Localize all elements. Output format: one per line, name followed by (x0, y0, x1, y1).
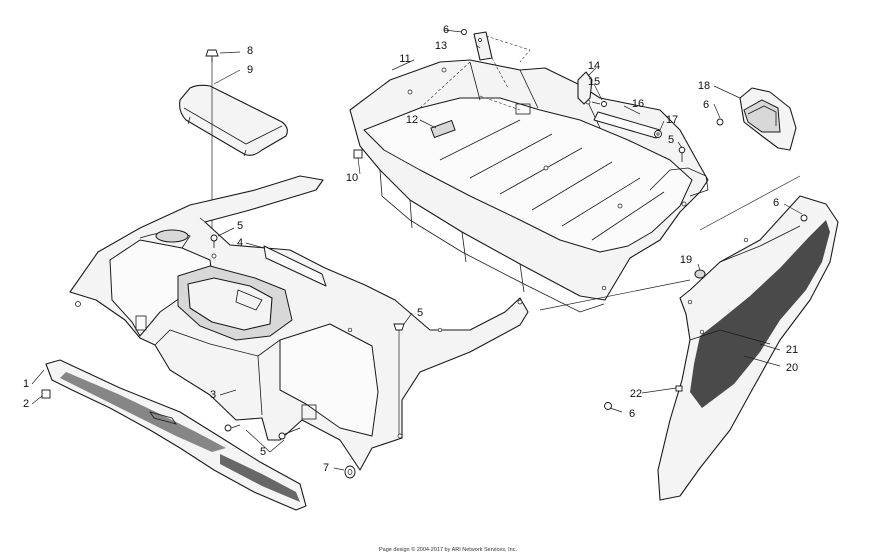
callout-16: 16 (632, 98, 644, 110)
callout-6: 6 (629, 408, 635, 420)
leader-rear-connection (539, 175, 801, 311)
trim-strip-part[interactable] (263, 245, 327, 287)
callout-2: 2 (23, 398, 29, 410)
callout-22: 22 (630, 388, 642, 400)
callout-13: 13 (435, 40, 447, 52)
callout-5: 5 (417, 307, 423, 319)
side-rail-part[interactable] (593, 111, 661, 139)
screw-part-5-tower[interactable] (393, 323, 405, 434)
screw-part-8[interactable] (205, 49, 219, 62)
callout-15: 15 (588, 76, 600, 88)
grommet-part[interactable] (654, 130, 662, 138)
callout-labels: 1 2 3 4 5 5 5 5 6 6 6 6 7 8 9 10 11 12 1… (23, 24, 798, 474)
nut-part-6-panel-bottom[interactable] (604, 402, 612, 410)
callout-4: 4 (237, 237, 243, 249)
nut-part-6-bracket[interactable] (461, 29, 467, 35)
clip-part-22[interactable] (675, 385, 683, 392)
callout-21: 21 (786, 344, 798, 356)
callout-12: 12 (406, 114, 418, 126)
callout-10: 10 (346, 172, 358, 184)
plug-part-19[interactable] (694, 269, 706, 279)
callout-11: 11 (399, 53, 410, 65)
bracket-part[interactable] (473, 31, 531, 89)
callout-7: 7 (323, 462, 329, 474)
nut-part-6-panel-top[interactable] (800, 214, 808, 222)
screw-part-5-box[interactable] (678, 146, 686, 162)
storage-lid-part[interactable] (179, 84, 288, 157)
callout-5: 5 (237, 220, 243, 232)
callout-18: 18 (698, 80, 710, 92)
callout-5: 5 (260, 446, 266, 458)
callout-1: 1 (23, 378, 29, 390)
screw-part-5-lower-b[interactable] (278, 427, 301, 440)
nut-part-6-housing[interactable] (716, 118, 724, 126)
screw-part-5-console[interactable] (210, 234, 218, 248)
front-console-part[interactable] (69, 175, 529, 471)
copyright-footer: Page design © 2004-2017 by ARI Network S… (379, 547, 517, 553)
callout-6: 6 (703, 99, 709, 111)
callout-8: 8 (247, 45, 253, 57)
callout-6: 6 (773, 197, 779, 209)
callout-5: 5 (668, 134, 674, 146)
callout-6: 6 (443, 24, 449, 36)
callout-14: 14 (588, 60, 600, 72)
clip-part-2[interactable] (41, 389, 51, 399)
callout-leaders (31, 29, 803, 471)
clip-part-10[interactable] (353, 149, 363, 159)
front-fascia-part[interactable] (45, 359, 307, 511)
side-panel-part[interactable] (657, 195, 839, 501)
screw-part-5-lower-a[interactable] (224, 424, 241, 432)
light-housing-part[interactable] (739, 87, 797, 151)
latch-part[interactable] (577, 71, 607, 107)
callout-19: 19 (680, 254, 692, 266)
cargo-box-part[interactable] (349, 59, 709, 313)
callout-9: 9 (247, 64, 253, 76)
grommet-part-7[interactable] (344, 465, 356, 479)
callout-3: 3 (210, 389, 216, 401)
callout-17: 17 (666, 114, 678, 126)
callout-20: 20 (786, 362, 798, 374)
